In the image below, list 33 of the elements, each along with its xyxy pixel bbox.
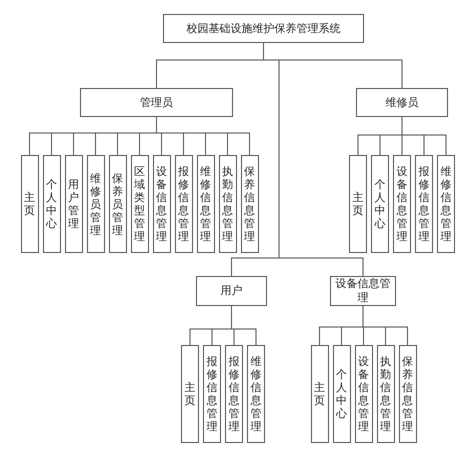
module-box: 用户管理 (64, 155, 82, 253)
connector-line (362, 306, 408, 346)
module-box: 维修信息管理 (437, 155, 455, 253)
connector-line (402, 116, 446, 156)
module-box: 个人中心 (371, 155, 389, 253)
module-box: 报修信息管理 (415, 155, 433, 253)
module-box: 主页 (310, 345, 328, 443)
module-box: 报修信息管理 (174, 155, 192, 253)
module-box: 保养信息管理 (398, 345, 416, 443)
role-box: 校园基础设施维护保养管理系统 (163, 14, 364, 43)
module-box: 报修信息管理 (225, 345, 243, 443)
module-box: 保养员管理 (108, 155, 126, 253)
module-box: 主页 (181, 345, 199, 443)
module-box: 设备信息管理 (393, 155, 411, 253)
module-box: 执勤信息管理 (376, 345, 394, 443)
module-box: 主页 (349, 155, 367, 253)
role-box: 设备信息管理 (330, 276, 396, 306)
role-box: 维修员 (356, 88, 448, 117)
module-box: 个人中心 (332, 345, 350, 443)
module-box: 个人中心 (42, 155, 60, 253)
module-box: 执勤信息管理 (218, 155, 236, 253)
module-box: 设备信息管理 (354, 345, 372, 443)
module-box: 保养信息管理 (240, 155, 258, 253)
module-box: 主页 (20, 155, 38, 253)
module-box: 报修信息管理 (203, 345, 221, 443)
module-box: 区域类型管理 (130, 155, 148, 253)
connector-line (231, 306, 256, 346)
module-box: 维修信息管理 (247, 345, 265, 443)
module-box: 维修员管理 (86, 155, 104, 253)
module-box: 设备信息管理 (152, 155, 170, 253)
role-box: 用户 (196, 276, 267, 306)
module-box: 维修信息管理 (196, 155, 214, 253)
role-box: 管理员 (80, 88, 233, 117)
